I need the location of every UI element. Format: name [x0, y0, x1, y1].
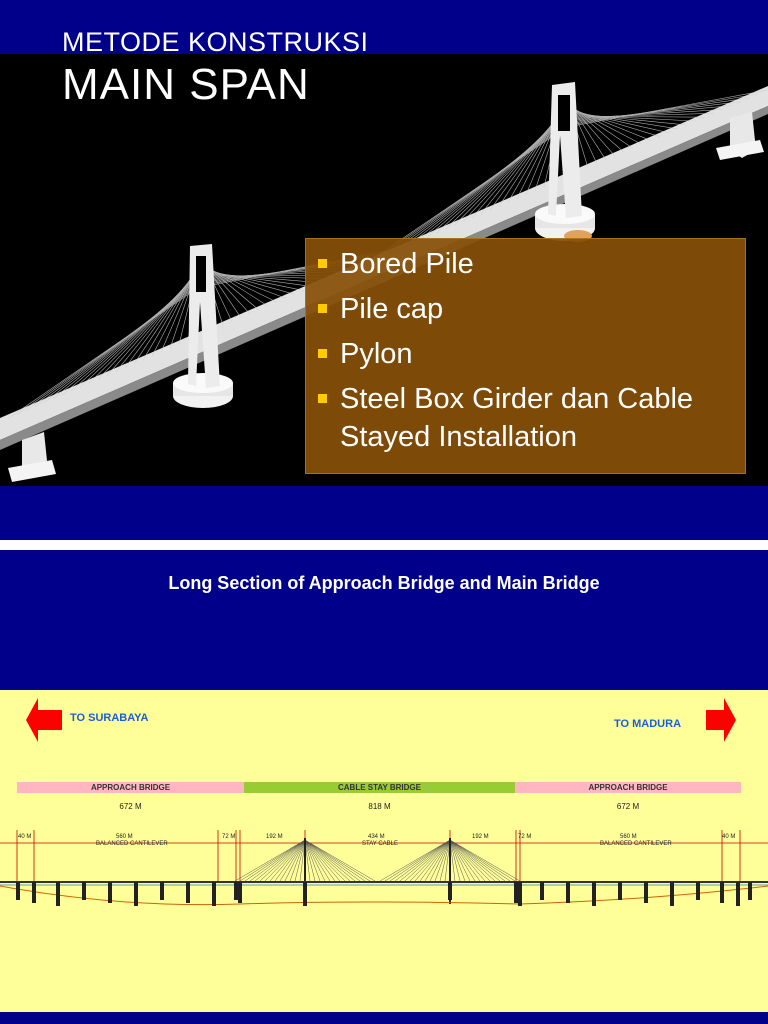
- length-approach-right: 672 M: [616, 802, 640, 811]
- bullet-square-icon: [318, 349, 327, 358]
- bullet-item: Pile cap: [316, 290, 745, 328]
- piers: [16, 882, 752, 906]
- dim-40m-right: 40 M: [722, 834, 736, 840]
- end-pier-left: [8, 432, 56, 482]
- dim-434m: 434 M: [368, 834, 385, 840]
- dim-72m-right: 72 M: [518, 834, 532, 840]
- arrow-right-icon: [706, 698, 736, 742]
- dim-40m-left: 40 M: [18, 834, 32, 840]
- bullet-square-icon: [318, 394, 327, 403]
- pylon-left: [173, 244, 233, 408]
- bullet-square-icon: [318, 304, 327, 313]
- slide-title: Long Section of Approach Bridge and Main…: [168, 573, 600, 593]
- slide-main-span: METODE KONSTRUKSI MAIN SPAN Bored Pile P…: [0, 0, 768, 540]
- footer-band: [0, 486, 768, 540]
- bullet-item: Pylon: [316, 335, 745, 373]
- end-pier-right: [716, 112, 764, 160]
- bullet-square-icon: [318, 259, 327, 268]
- dim-192m-right: 192 M: [472, 834, 489, 840]
- ground-profile: [0, 885, 768, 906]
- bullet-text: Steel Box Girder dan Cable Stayed Instal…: [340, 383, 694, 453]
- dim-balanced-right: BALANCED CANTILEVER: [600, 841, 672, 847]
- segment-approach-right: APPROACH BRIDGE: [515, 782, 741, 793]
- bullet-box: Bored Pile Pile cap Pylon Steel Box Gird…: [305, 238, 746, 474]
- dim-balanced-left: BALANCED CANTILEVER: [96, 841, 168, 847]
- to-madura-label: TO MADURA: [614, 718, 682, 730]
- segment-cable-stay: CABLE STAY BRIDGE: [244, 782, 515, 793]
- dim-72m-left: 72 M: [222, 834, 236, 840]
- bullet-item: Bored Pile: [316, 245, 745, 283]
- dim-560m-left: 560 M: [116, 834, 133, 840]
- slide-title: MAIN SPAN: [62, 60, 310, 109]
- bullet-list: Bored Pile Pile cap Pylon Steel Box Gird…: [316, 245, 745, 456]
- bullet-text: Pile cap: [340, 293, 444, 325]
- length-approach-left: 672 M: [119, 802, 142, 811]
- title-band: [0, 0, 768, 54]
- pylon-right: [535, 82, 595, 242]
- bullet-item: Steel Box Girder dan Cable Stayed Instal…: [316, 380, 745, 456]
- segment-approach-left: APPROACH BRIDGE: [17, 782, 244, 793]
- slide-long-section: Long Section of Approach Bridge and Main…: [0, 550, 768, 1024]
- long-section-diagram: TO SURABAYA TO MADURA APPROACH BRIDGE CA…: [0, 690, 768, 1012]
- bullet-text: Pylon: [340, 338, 413, 370]
- cable-fans: [234, 838, 521, 904]
- arrow-left-icon: [26, 698, 62, 742]
- length-cable-stay: 818 M: [368, 802, 391, 811]
- to-surabaya-label: TO SURABAYA: [70, 712, 149, 724]
- dim-stay-cable: STAY CABLE: [362, 841, 399, 847]
- dim-560m-right: 560 M: [620, 834, 637, 840]
- slide-subtitle: METODE KONSTRUKSI: [62, 27, 369, 57]
- dim-192m-left: 192 M: [266, 834, 283, 840]
- bullet-text: Bored Pile: [340, 248, 474, 280]
- long-section-drawing: [0, 698, 768, 906]
